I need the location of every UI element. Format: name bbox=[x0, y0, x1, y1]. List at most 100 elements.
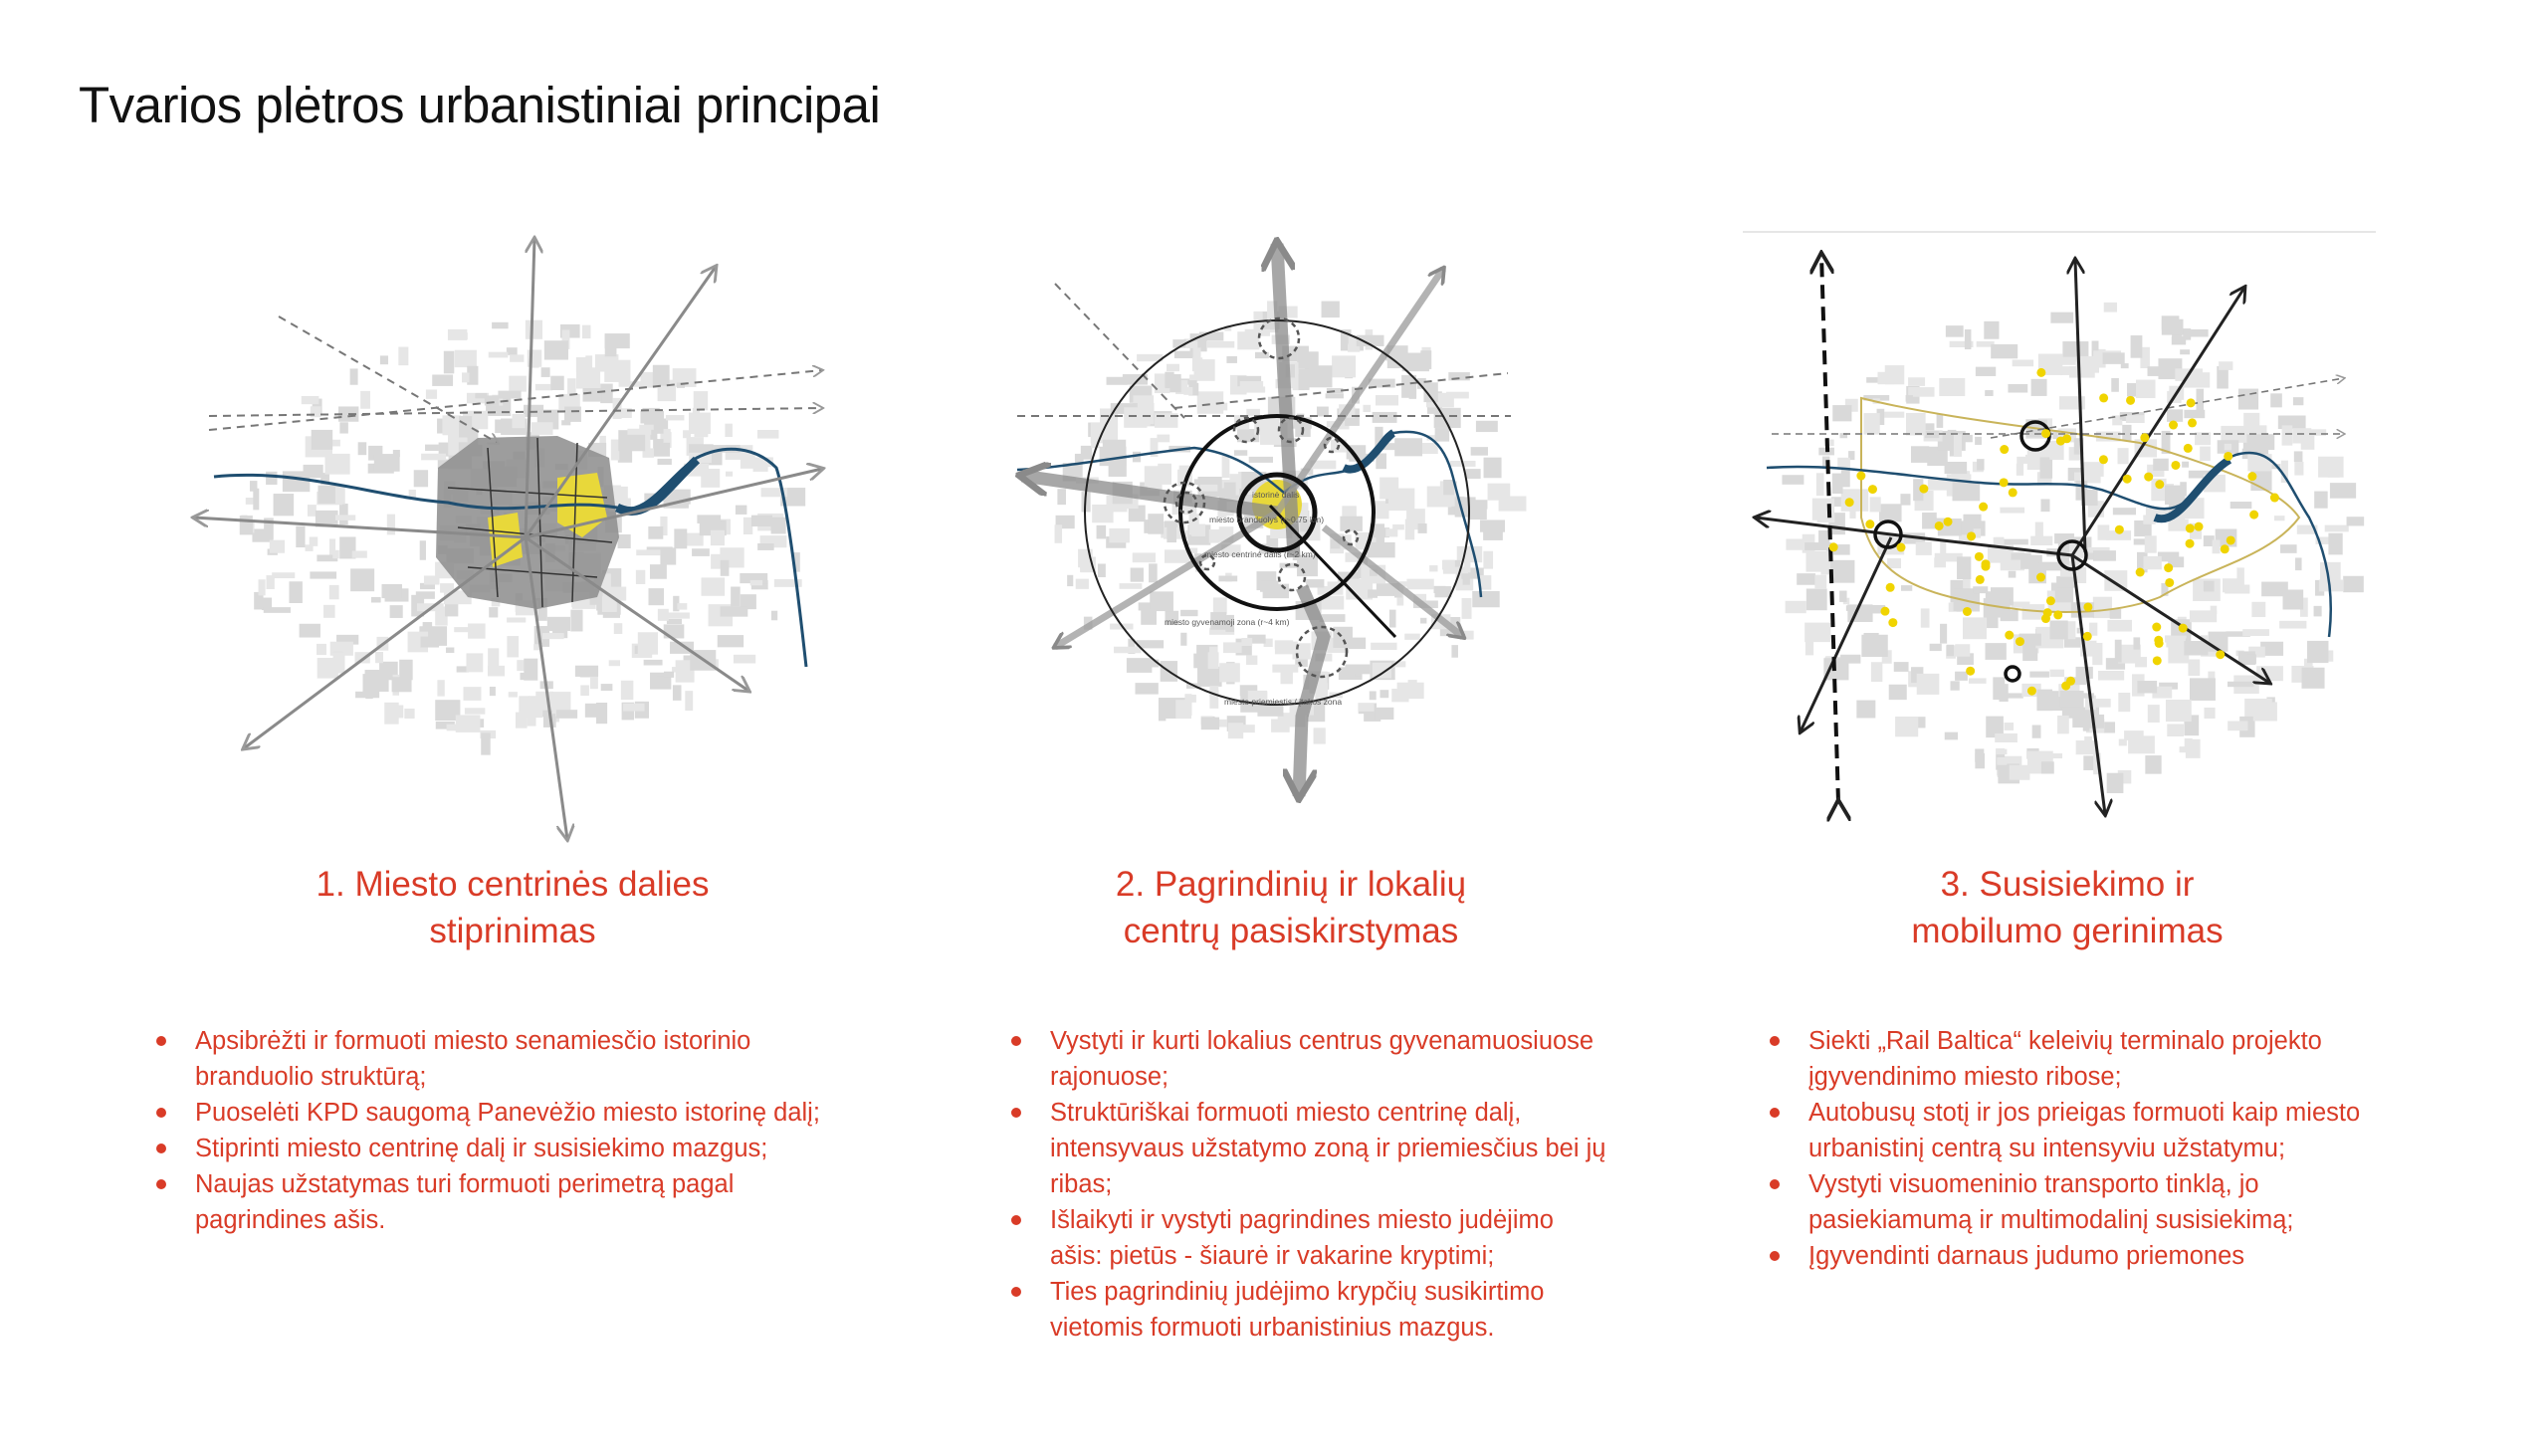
building-block bbox=[1376, 453, 1386, 470]
building-block bbox=[350, 568, 375, 592]
building-block bbox=[757, 542, 774, 550]
building-block bbox=[663, 671, 675, 678]
building-block bbox=[1401, 352, 1429, 372]
building-block bbox=[2228, 721, 2248, 731]
building-block bbox=[2008, 384, 2028, 393]
building-block bbox=[2221, 425, 2247, 443]
building-block bbox=[620, 680, 634, 701]
building-block bbox=[2226, 631, 2250, 637]
building-block bbox=[2203, 535, 2215, 546]
list-item: Apsibrėžti ir formuoti miesto senamiesči… bbox=[156, 1023, 833, 1095]
transit-stop bbox=[2000, 445, 2010, 455]
building-block bbox=[1416, 377, 1426, 389]
building-block bbox=[349, 368, 358, 385]
building-block bbox=[1905, 395, 1913, 402]
building-block bbox=[351, 550, 367, 558]
building-block bbox=[1218, 575, 1238, 582]
building-block bbox=[1285, 364, 1296, 378]
building-block bbox=[2143, 555, 2162, 570]
building-block bbox=[2050, 582, 2074, 604]
building-block bbox=[328, 584, 339, 600]
building-block bbox=[245, 497, 259, 505]
building-block bbox=[672, 685, 682, 701]
building-block bbox=[1292, 555, 1307, 561]
building-block bbox=[1456, 545, 1483, 563]
building-block bbox=[2319, 561, 2341, 580]
building-block bbox=[2212, 539, 2221, 554]
building-block bbox=[720, 559, 730, 576]
building-block bbox=[2008, 570, 2017, 578]
building-block bbox=[2039, 457, 2053, 479]
building-block bbox=[2106, 772, 2124, 794]
building-block bbox=[1158, 698, 1167, 722]
building-block bbox=[1964, 328, 1972, 350]
building-block bbox=[464, 708, 486, 715]
building-block bbox=[1128, 505, 1146, 522]
building-block bbox=[1434, 428, 1450, 442]
building-block bbox=[1067, 574, 1074, 587]
transit-stop bbox=[1974, 551, 1984, 561]
building-block bbox=[2048, 752, 2063, 759]
building-block bbox=[1199, 484, 1218, 492]
building-block bbox=[1423, 382, 1438, 403]
building-block bbox=[1319, 614, 1346, 622]
transit-stop bbox=[2036, 572, 2046, 582]
building-block bbox=[1188, 547, 1198, 553]
building-block bbox=[1239, 380, 1264, 390]
building-block bbox=[454, 627, 470, 633]
building-block bbox=[1997, 757, 2008, 765]
building-block bbox=[575, 367, 601, 389]
building-block bbox=[1180, 609, 1198, 617]
building-block bbox=[2109, 608, 2122, 619]
building-block bbox=[1321, 301, 1340, 318]
building-block bbox=[2296, 524, 2318, 534]
building-block bbox=[1271, 523, 1299, 534]
building-block bbox=[399, 659, 413, 681]
building-block bbox=[685, 691, 694, 712]
building-block bbox=[2273, 516, 2285, 521]
transit-stop bbox=[2036, 367, 2046, 377]
building-block bbox=[1333, 626, 1353, 649]
building-block bbox=[2282, 589, 2304, 610]
building-block bbox=[1380, 690, 1389, 699]
building-block bbox=[684, 532, 704, 546]
building-block bbox=[1144, 466, 1159, 487]
building-block bbox=[1319, 595, 1345, 610]
building-block bbox=[546, 616, 571, 631]
building-block bbox=[508, 692, 518, 698]
building-block bbox=[315, 510, 338, 527]
building-block bbox=[261, 597, 273, 611]
building-block bbox=[1465, 469, 1481, 480]
building-block bbox=[1342, 506, 1357, 518]
transit-stop bbox=[1962, 606, 1972, 616]
building-block bbox=[394, 705, 404, 719]
building-block bbox=[2091, 340, 2099, 358]
building-block bbox=[1478, 575, 1492, 590]
building-block bbox=[1327, 581, 1343, 588]
building-block bbox=[2165, 485, 2186, 505]
building-block bbox=[1797, 573, 1815, 585]
building-block bbox=[660, 547, 677, 565]
building-block bbox=[1955, 671, 1968, 681]
building-block bbox=[1278, 306, 1298, 318]
building-block bbox=[1958, 534, 1972, 543]
list-item: Puoselėti KPD saugomą Panevėžio miesto i… bbox=[156, 1095, 833, 1131]
building-block bbox=[2017, 456, 2034, 464]
building-block bbox=[580, 685, 589, 697]
building-block bbox=[589, 592, 599, 605]
transit-stop bbox=[2152, 656, 2162, 666]
public-transport-stops bbox=[1828, 367, 2279, 696]
building-block bbox=[1137, 353, 1164, 362]
building-block bbox=[1109, 527, 1130, 543]
building-block bbox=[492, 321, 509, 329]
building-block bbox=[731, 586, 741, 607]
building-block bbox=[339, 422, 348, 434]
heading-line: 1. Miesto centrinės dalies bbox=[316, 865, 710, 904]
building-block bbox=[1446, 391, 1469, 399]
building-block bbox=[2047, 602, 2075, 612]
transit-stop bbox=[1919, 484, 1929, 494]
building-block bbox=[2136, 379, 2156, 399]
building-block bbox=[2171, 336, 2187, 345]
building-block bbox=[1167, 363, 1179, 372]
building-block bbox=[2118, 693, 2131, 713]
